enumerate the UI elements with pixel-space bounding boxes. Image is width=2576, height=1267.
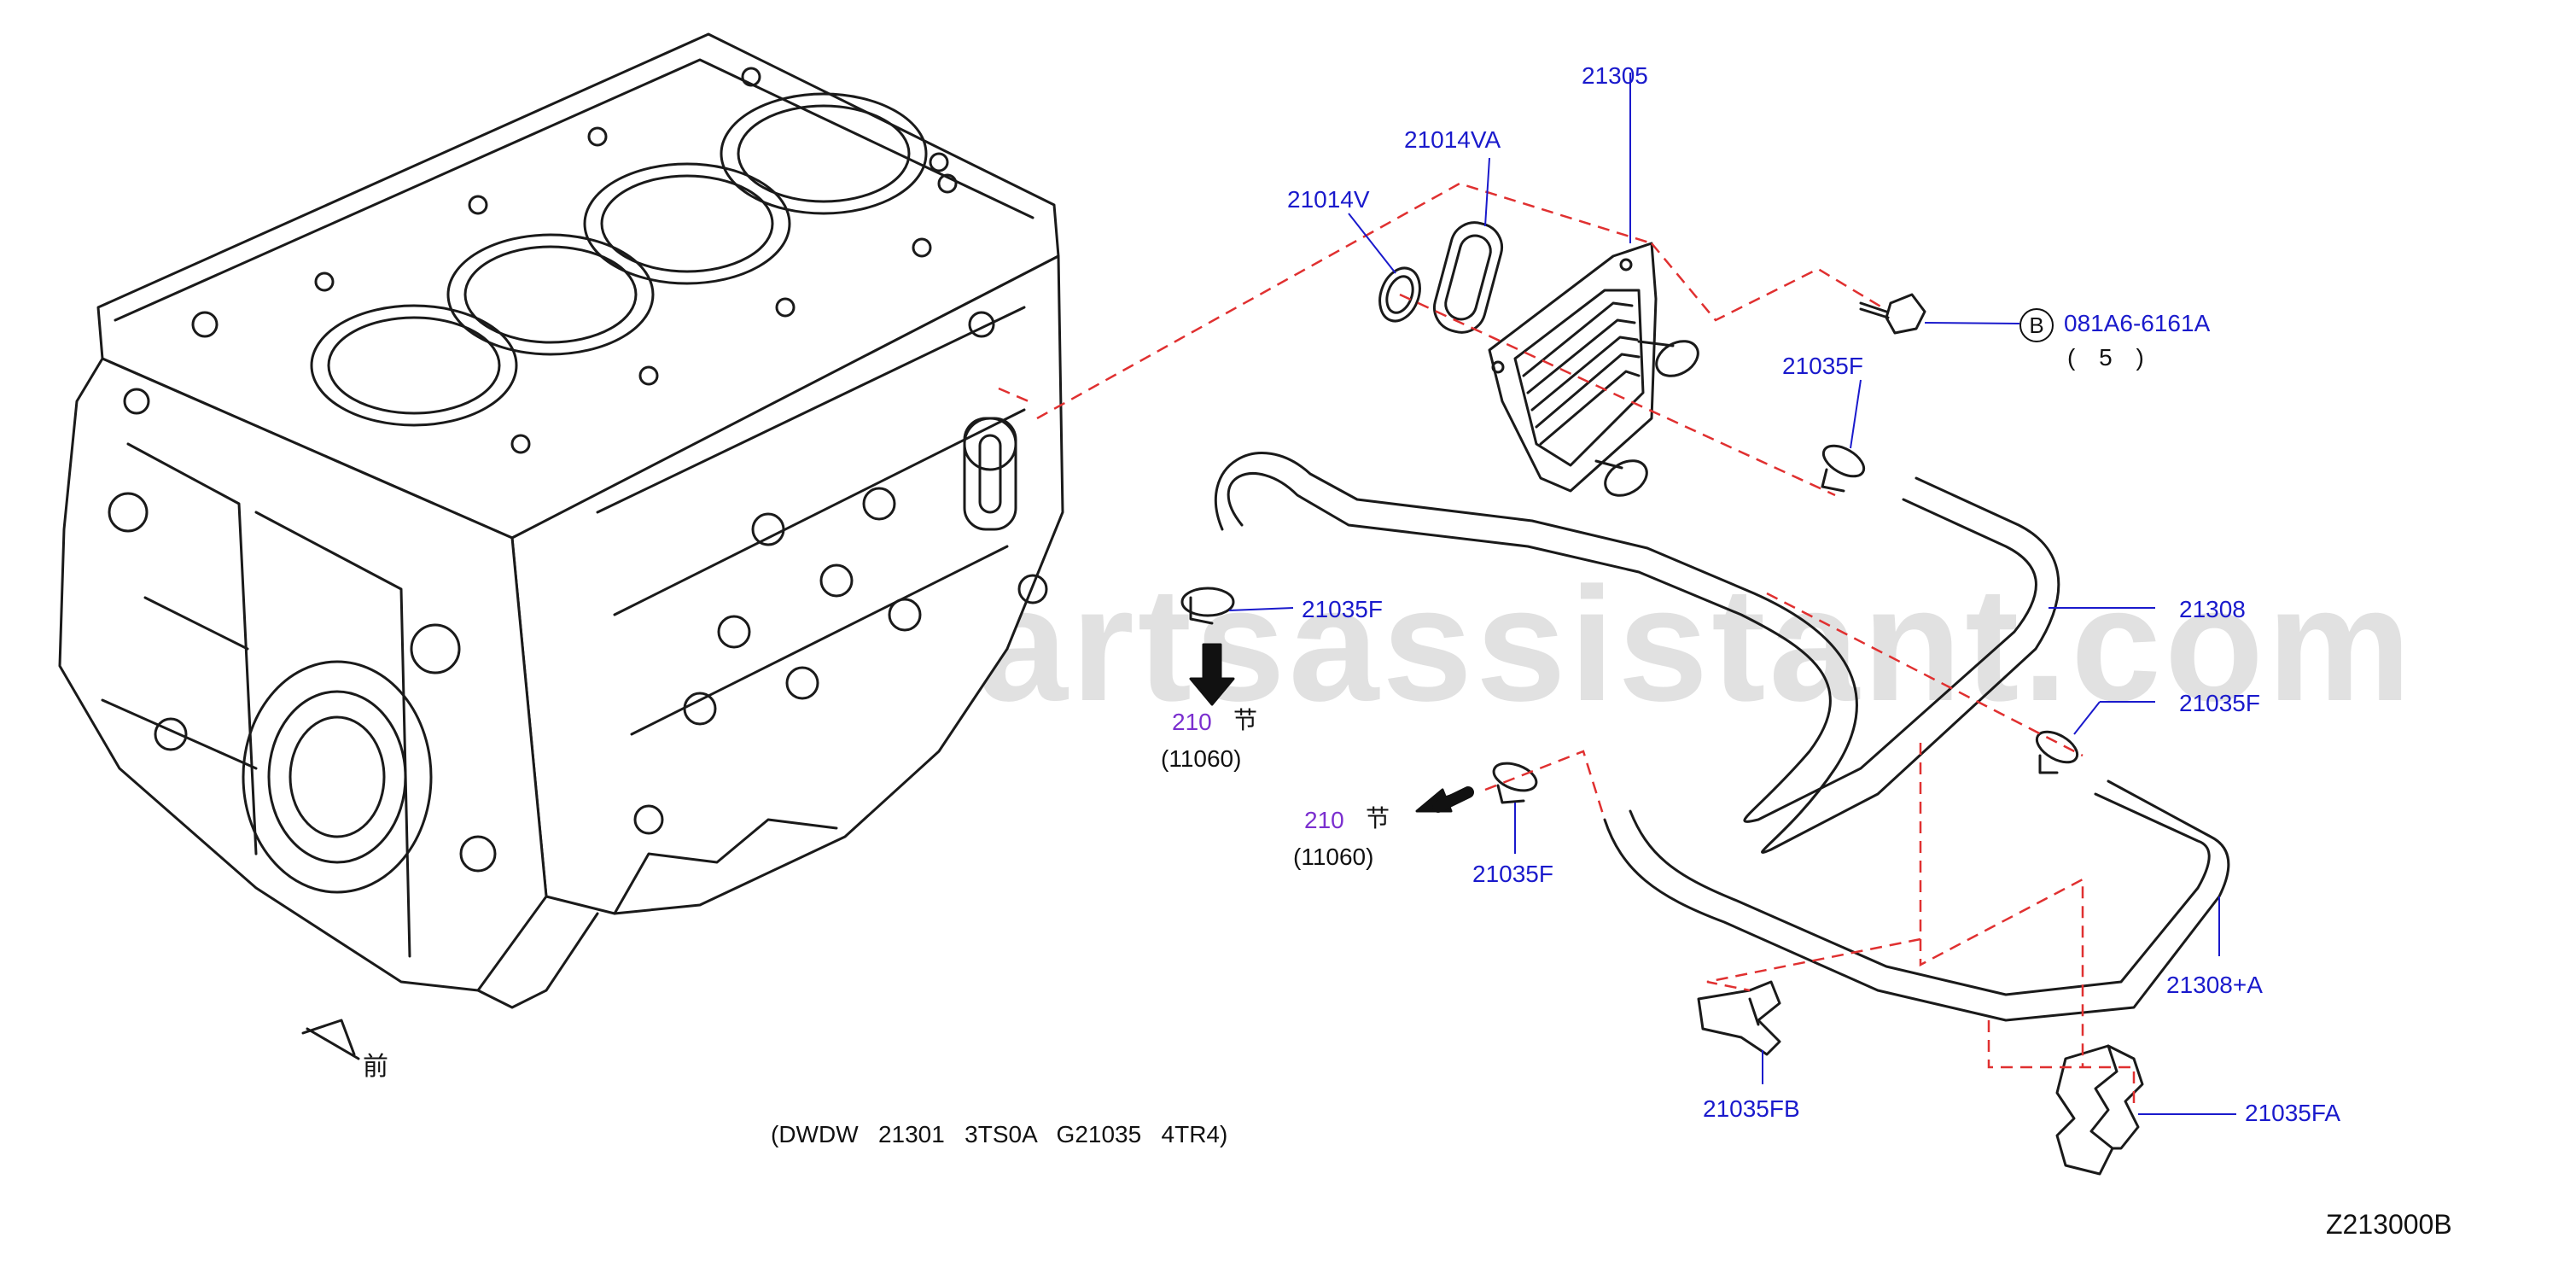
ref-glyph-2: 节 (1366, 805, 1390, 832)
notation-text: (DWDW 21301 3TS0A G21035 4TR4) (771, 1121, 1228, 1147)
hose-lower (1603, 779, 2230, 1022)
label-gasket-va: 21014VA (1404, 126, 1501, 153)
clamp-icon-lower (1492, 762, 1538, 804)
gasket-va (1432, 221, 1504, 334)
label-oil-cooler: 21305 (1582, 62, 1648, 89)
diagram-code: Z213000B (2326, 1209, 2452, 1240)
clamp-icon-left (1180, 587, 1235, 625)
ref-code-1: (11060) (1161, 745, 1242, 772)
clamp-icon-upper-right (1821, 444, 1866, 493)
ref-code-2: (11060) (1293, 844, 1374, 870)
front-arrow-icon (301, 1019, 360, 1060)
engine-block (58, 32, 1064, 1009)
label-clip-fa: 21035FA (2245, 1100, 2341, 1126)
leader-lines (1228, 73, 2236, 1115)
hose-upper (1214, 452, 2060, 854)
label-bolt-part: 081A6-6161A (2064, 310, 2211, 336)
arrow-down-icon (1189, 643, 1235, 706)
ref-section-1: 210 (1172, 709, 1212, 735)
label-hose-upper: 21308 (2179, 596, 2246, 622)
bolt-circle-b: B (2019, 308, 2054, 342)
label-clamp-upper-right: 21035F (1782, 353, 1863, 379)
assembly-lines (998, 182, 2136, 1110)
bolt-icon (1859, 293, 1926, 335)
clamp-icon-right-mid (2035, 730, 2079, 774)
label-seal-v: 21014V (1287, 186, 1370, 213)
front-label: 前 (363, 1053, 388, 1081)
oil-cooler (1488, 242, 1699, 497)
label-clamp-right-mid: 21035F (2179, 690, 2260, 716)
arrow-left-icon (1415, 786, 1474, 813)
clip-fa-icon (2055, 1044, 2144, 1176)
clip-fb-icon (1697, 980, 1781, 1056)
label-hose-lower: 21308+A (2166, 972, 2263, 998)
ref-glyph-1: 节 (1233, 707, 1258, 733)
label-clamp-lower: 21035F (1472, 861, 1553, 887)
ref-section-2: 210 (1304, 807, 1344, 833)
label-bolt-qty: ( 5 ) (2067, 344, 2153, 371)
label-clamp-left: 21035F (1302, 596, 1383, 622)
label-clip-fb: 21035FB (1703, 1095, 1800, 1122)
